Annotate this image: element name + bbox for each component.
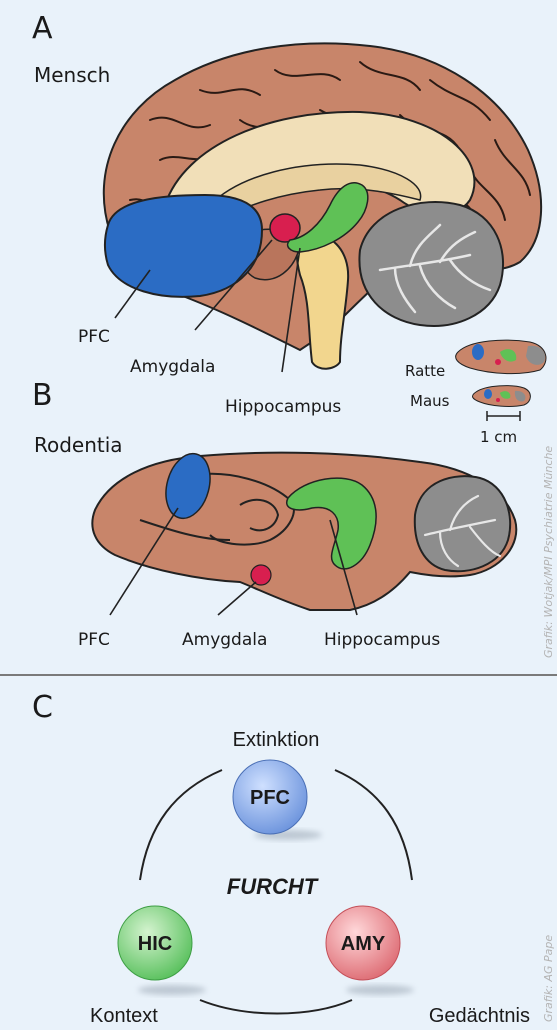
credit-top: Grafik: Wotjak/MPI Psychiatrie Münche xyxy=(542,446,555,658)
human-pfc-region xyxy=(105,195,262,297)
panel-b-hippocampus-label: Hippocampus xyxy=(324,630,440,650)
hic-node-label: HIC xyxy=(138,933,172,955)
panel-a-subtitle: Mensch xyxy=(34,63,110,87)
amy-node-label: AMY xyxy=(341,933,386,955)
panel-c-letter: C xyxy=(32,690,53,725)
amy-caption: Gedächtnis xyxy=(429,1005,530,1027)
panel-b-pfc-label: PFC xyxy=(78,630,110,650)
human-amygdala-region xyxy=(270,214,300,242)
panel-c: C PFC HIC AMY FURCHT Extinktion Kontext … xyxy=(32,690,530,1027)
human-cerebellum xyxy=(359,202,503,326)
arc-pfc-hic xyxy=(140,770,222,880)
panel-a-amygdala-label: Amygdala xyxy=(130,357,215,377)
scale-bar-label: 1 cm xyxy=(480,428,517,446)
mouse-label: Maus xyxy=(410,392,450,410)
panel-a-letter: A xyxy=(32,11,53,46)
hic-caption: Kontext xyxy=(90,1005,158,1027)
center-label: FURCHT xyxy=(227,874,319,899)
pfc-caption: Extinktion xyxy=(233,729,320,751)
mouse-brain-thumbnail xyxy=(473,386,531,407)
rodent-cerebellum xyxy=(415,476,510,571)
panel-b-subtitle: Rodentia xyxy=(34,433,123,457)
scale-bar xyxy=(487,411,520,421)
panel-b: B Rodentia PFC Amygdala xyxy=(32,378,516,650)
panel-a-pfc-label: PFC xyxy=(78,327,110,347)
rat-label: Ratte xyxy=(405,362,445,380)
credit-bottom: Grafik: AG Pape xyxy=(542,935,555,1022)
hic-node-shadow xyxy=(138,985,206,995)
panel-a: A Mensch xyxy=(32,11,546,446)
pfc-node-label: PFC xyxy=(250,787,290,809)
rodent-amygdala-region xyxy=(251,565,271,585)
amy-node-shadow xyxy=(346,985,414,995)
arc-pfc-amy xyxy=(335,770,412,880)
panel-b-amygdala-label: Amygdala xyxy=(182,630,267,650)
rat-brain-thumbnail xyxy=(456,340,546,373)
panel-b-letter: B xyxy=(32,378,53,413)
panel-a-hippocampus-label: Hippocampus xyxy=(225,397,341,417)
arc-hic-amy xyxy=(200,1000,352,1014)
